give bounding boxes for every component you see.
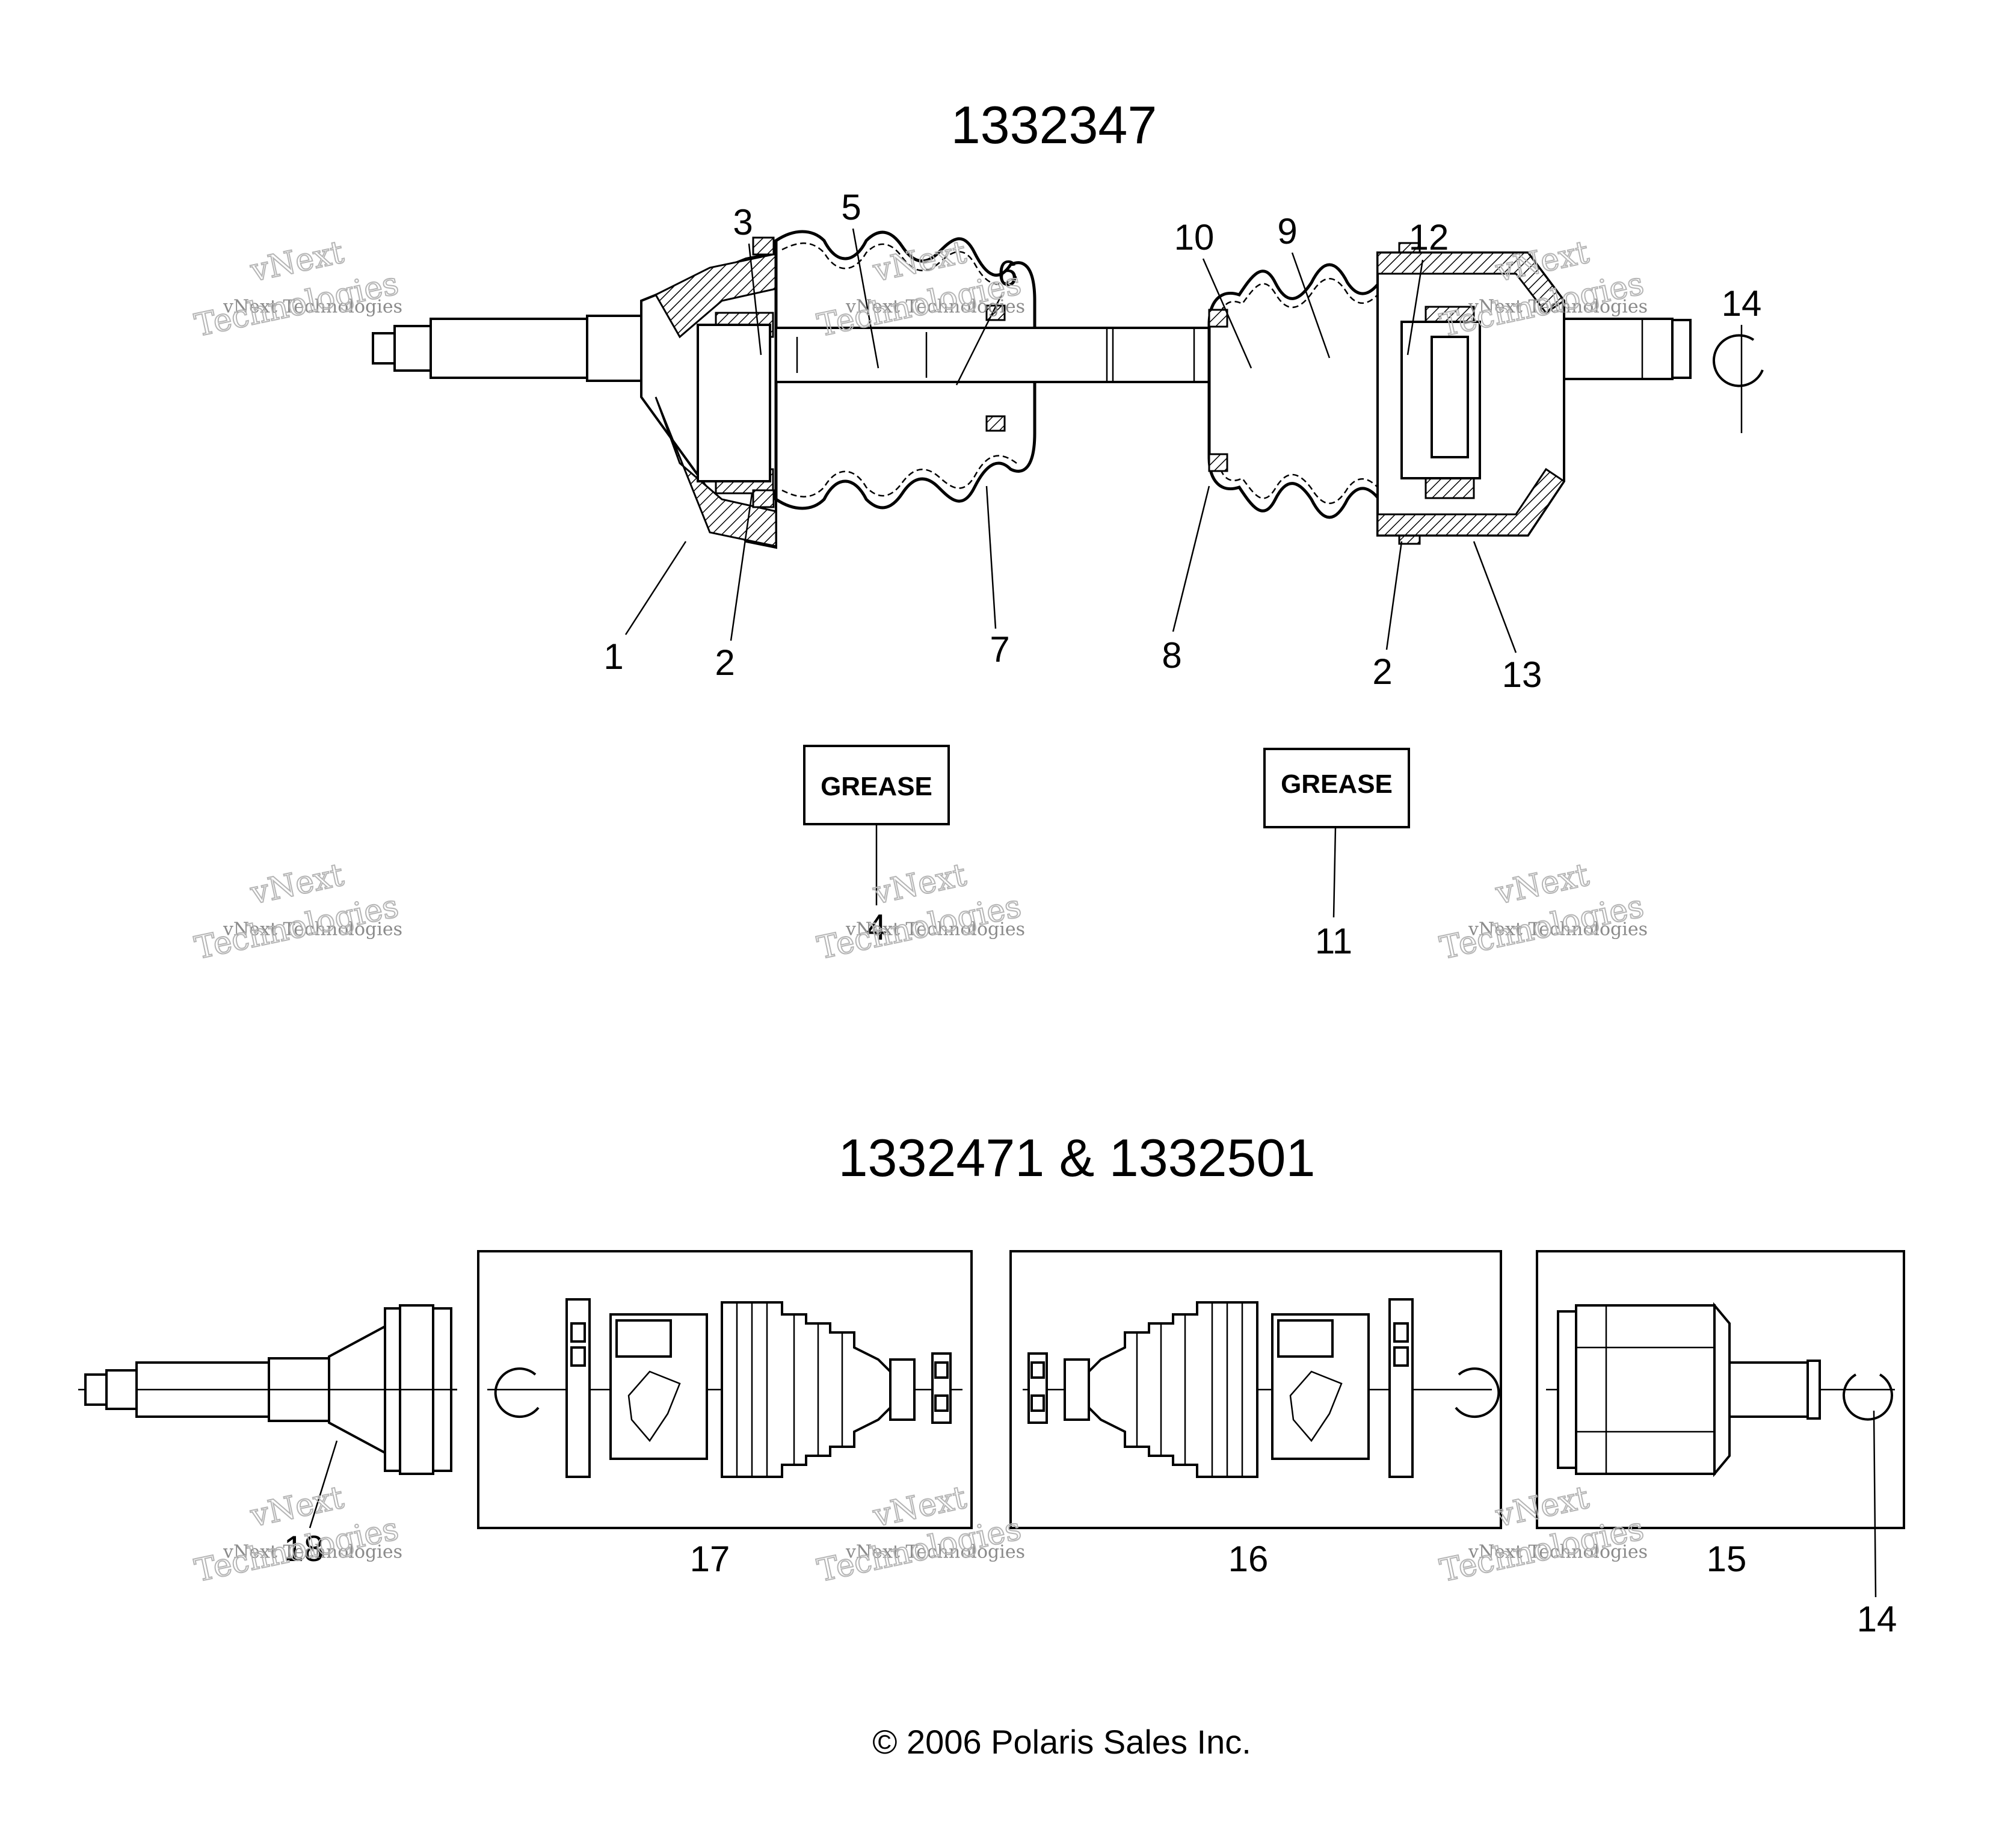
- kit16-circlip: [1455, 1367, 1500, 1418]
- grease-box-left: GREASE: [803, 745, 950, 825]
- grease-label-right: GREASE: [1281, 769, 1393, 799]
- watermark-9: vNext vNext Technologies Technologies: [1437, 1479, 1648, 1589]
- outer-boot-large-clamp: [752, 236, 775, 256]
- svg-text:vNext Technologies: vNext Technologies: [1468, 1541, 1648, 1562]
- kit17-boot: [721, 1301, 892, 1478]
- grease-box-right: GREASE: [1263, 748, 1410, 828]
- watermark-8: vNext vNext Technologies Technologies: [814, 1479, 1025, 1589]
- top-axle-assembly: [372, 230, 1764, 549]
- inner-boot-small-clamp: [1208, 309, 1228, 328]
- svg-text:vNext Technologies: vNext Technologies: [845, 296, 1025, 317]
- callout-14-bottom: 14: [1857, 1599, 1897, 1639]
- callout-18: 18: [284, 1529, 324, 1569]
- top-assembly-title: 1332347: [951, 95, 1157, 155]
- callout-17: 17: [690, 1539, 730, 1579]
- svg-text:vNext Technologies: vNext Technologies: [223, 296, 402, 317]
- left-stub-nut: [372, 332, 396, 365]
- callout-11: 11: [1315, 921, 1352, 961]
- bottom-assembly-title: 1332471 & 1332501: [839, 1128, 1316, 1187]
- right-stub-shaft: [1563, 318, 1674, 380]
- kit17-circlip: [494, 1367, 540, 1418]
- callout-16: 16: [1228, 1539, 1269, 1579]
- callout-5: 5: [841, 187, 861, 227]
- svg-text:vNext Technologies: vNext Technologies: [845, 919, 1025, 940]
- svg-text:vNext Technologies: vNext Technologies: [1468, 919, 1648, 940]
- callout-13: 13: [1502, 654, 1542, 695]
- inner-boot-kit-box: [1009, 1250, 1502, 1529]
- kit16-boot: [1088, 1301, 1258, 1478]
- svg-text:vNext Technologies: vNext Technologies: [845, 1541, 1025, 1562]
- svg-text:vNext Technologies: vNext Technologies: [1468, 296, 1648, 317]
- svg-text:vNext Technologies: vNext Technologies: [223, 919, 402, 940]
- callout-3: 3: [733, 202, 753, 242]
- watermark-5: vNext vNext Technologies Technologies: [814, 856, 1025, 967]
- bottom-callouts: 14 15 16 17 18: [284, 1410, 1897, 1639]
- callout-1-top: 1: [603, 636, 623, 677]
- callout-2-right: 2: [1372, 651, 1392, 692]
- circlip-top: [1712, 334, 1764, 387]
- callout-2-left: 2: [715, 642, 735, 683]
- inner-cv-joint-box: [1536, 1250, 1905, 1529]
- left-stub-shaft: [430, 318, 588, 379]
- top-callouts: 1 2 3 4 5 6 7 8 2 9 10 11 12 13 14: [603, 187, 1761, 961]
- outer-boot-kit-box: [477, 1250, 973, 1529]
- watermark-4: vNext vNext Technologies Technologies: [191, 856, 402, 967]
- callout-4: 4: [866, 907, 886, 947]
- svg-text:vNext Technologies: vNext Technologies: [223, 1541, 402, 1562]
- axle-shaft-assembly: [78, 1304, 457, 1475]
- callout-15: 15: [1707, 1539, 1747, 1579]
- center-shaft: [775, 327, 1270, 383]
- grease-label-left: GREASE: [821, 772, 932, 801]
- copyright-notice: © 2006 Polaris Sales Inc.: [872, 1723, 1251, 1761]
- callout-14-top: 14: [1722, 283, 1762, 324]
- callout-10: 10: [1174, 217, 1215, 257]
- callout-6: 6: [997, 253, 1017, 294]
- callout-7: 7: [990, 629, 1009, 670]
- watermark-7: vNext vNext Technologies Technologies: [191, 1479, 402, 1589]
- inner-cv-housing-bottom: [1575, 1304, 1716, 1475]
- circlip-bottom: [1843, 1373, 1893, 1421]
- callout-9: 9: [1277, 211, 1297, 251]
- callout-8: 8: [1162, 635, 1181, 676]
- watermark-6: vNext vNext Technologies Technologies: [1437, 856, 1648, 967]
- callout-12: 12: [1409, 217, 1449, 257]
